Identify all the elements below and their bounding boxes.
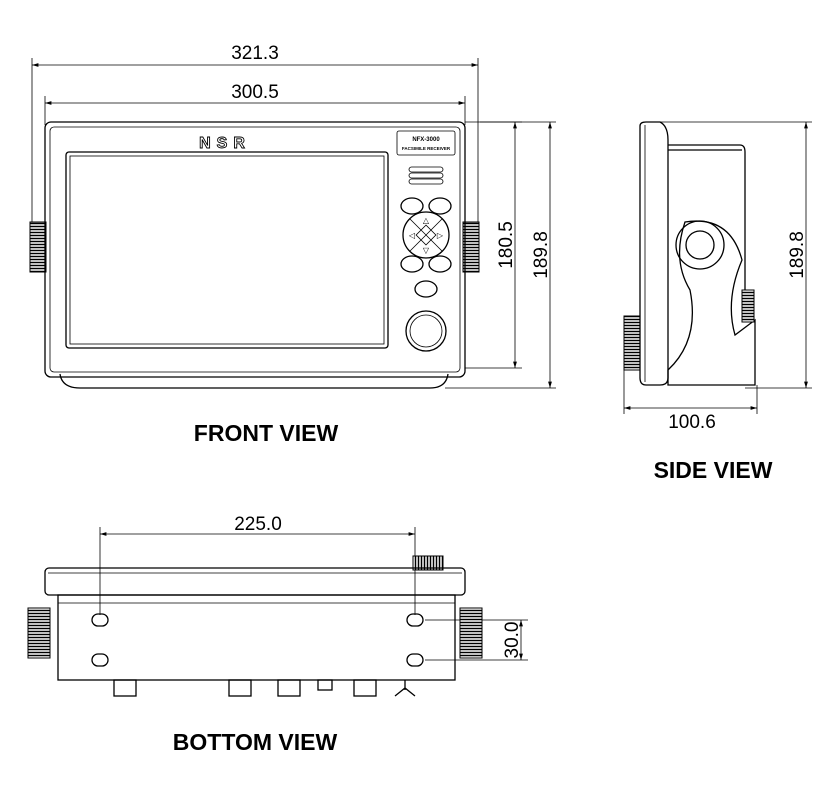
bottom-view-label: BOTTOM VIEW <box>173 729 338 755</box>
dimension-panel-width: 300.5 <box>44 82 466 125</box>
knob-left-icon <box>29 221 47 273</box>
dimension-side-height: 189.8 <box>655 121 812 389</box>
side-view-label: SIDE VIEW <box>654 457 773 483</box>
bottom-view: 225.0 30.0 BOTTOM VIEW <box>27 514 528 755</box>
connectors <box>113 679 416 697</box>
direction-pad-icon: △ ▽ ◁ ▷ <box>402 211 450 259</box>
svg-text:▷: ▷ <box>437 231 444 240</box>
dimension-panel-height: 180.5 <box>465 121 522 369</box>
keypad-button <box>400 197 424 215</box>
dimension-label: 30.0 <box>502 622 523 659</box>
svg-text:◁: ◁ <box>409 231 416 240</box>
dimension-label: 100.6 <box>668 412 716 433</box>
dimension-label: 321.3 <box>231 43 279 64</box>
side-view: 189.8 100.6 SIDE VIEW <box>623 121 812 483</box>
front-view-label: FRONT VIEW <box>194 420 339 446</box>
svg-text:△: △ <box>423 216 430 225</box>
dimension-overall-width: 321.3 <box>31 43 479 228</box>
knob-right-icon <box>462 221 480 273</box>
keypad-button <box>428 197 452 215</box>
speaker-grille <box>408 166 444 185</box>
dimension-label: 189.8 <box>531 231 552 279</box>
dimension-label: 300.5 <box>231 82 279 103</box>
knob-icon <box>623 315 641 371</box>
rotary-knob-icon <box>405 310 447 352</box>
dimension-hole-pitch: 30.0 <box>425 619 528 661</box>
dimension-label: 180.5 <box>496 221 517 269</box>
screen <box>65 151 389 349</box>
dimension-hole-spacing: 225.0 <box>99 514 416 615</box>
dimension-depth: 100.6 <box>623 370 758 433</box>
dimension-label: 189.8 <box>787 231 808 279</box>
keypad-button <box>414 280 438 298</box>
front-view: 321.3 300.5 180.5 189.8 NSR <box>29 43 556 446</box>
model-name: NFX-3000 <box>412 137 440 143</box>
keypad-button <box>428 255 452 273</box>
keypad-button <box>400 255 424 273</box>
brand-logo: NSR <box>199 135 251 152</box>
model-subtitle: FACSIMILE RECEIVER <box>402 146 451 151</box>
mounting-holes <box>91 613 424 667</box>
svg-text:▽: ▽ <box>423 246 430 255</box>
dimension-overall-height: 189.8 <box>445 121 556 389</box>
dimension-label: 225.0 <box>234 514 282 535</box>
